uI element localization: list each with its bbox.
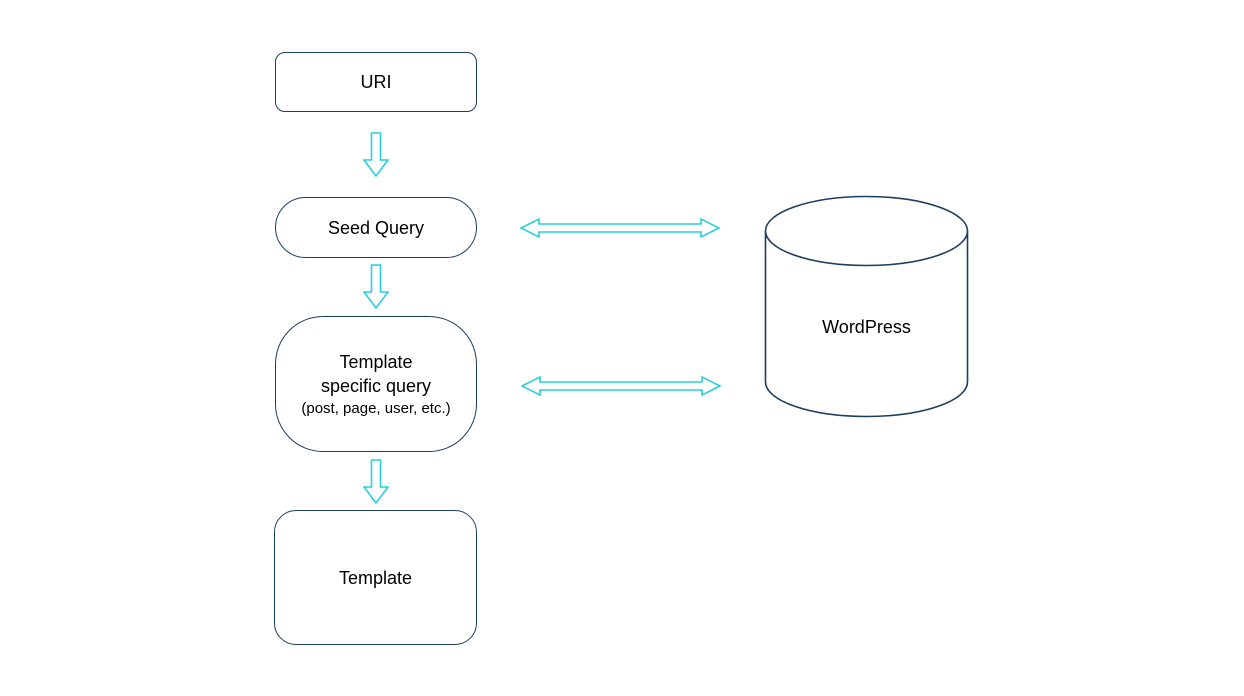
database-cylinder-icon <box>764 195 969 418</box>
node-template-specific-query-label: Template specific query <box>320 351 432 396</box>
node-wordpress-label: WordPress <box>822 317 911 337</box>
down-arrow-icon <box>363 459 389 504</box>
node-uri-label: URI <box>360 72 392 92</box>
node-seed-query: Seed Query <box>275 197 477 258</box>
node-template-label: Template <box>338 567 413 588</box>
node-template: Template <box>274 510 477 645</box>
node-uri: URI <box>275 52 477 112</box>
down-arrow-icon <box>363 264 389 309</box>
down-arrow-icon <box>363 132 389 177</box>
node-template-specific-query: Template specific query (post, page, use… <box>275 316 477 452</box>
node-wordpress: WordPress <box>764 195 969 419</box>
node-template-specific-query-sublabel: (post, page, user, etc.) <box>301 399 451 417</box>
bidirectional-arrow-icon <box>521 375 721 397</box>
bidirectional-arrow-icon <box>520 217 720 239</box>
node-seed-query-label: Seed Query <box>327 217 425 238</box>
